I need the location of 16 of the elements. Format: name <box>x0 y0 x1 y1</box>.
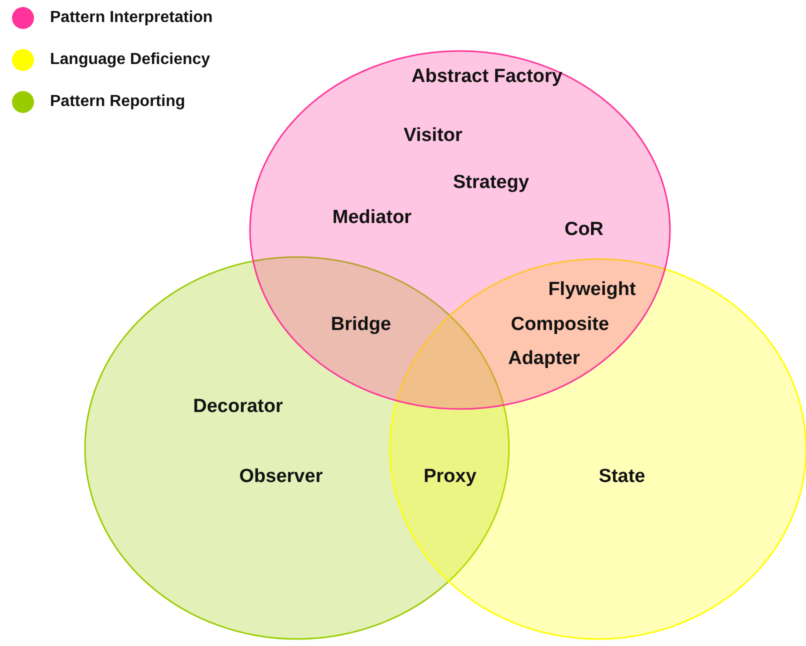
pattern-label: Observer <box>239 466 323 488</box>
pattern-label: Composite <box>510 314 610 336</box>
pattern-label: CoR <box>564 219 604 241</box>
pattern-label: Strategy <box>452 172 530 194</box>
legend-label: Language Deficiency <box>50 51 210 69</box>
pattern-label: Proxy <box>424 466 476 488</box>
pattern-label: Adapter <box>508 348 580 370</box>
pattern-label: State <box>598 466 646 488</box>
legend-label: Pattern Reporting <box>50 93 186 111</box>
pattern-label: Mediator <box>332 207 412 229</box>
legend-label: Pattern Interpretation <box>50 9 213 27</box>
pattern-label: Flyweight <box>548 279 636 301</box>
pattern-label: Visitor <box>404 125 462 147</box>
pattern-label: Decorator <box>193 396 283 418</box>
pattern-label: Abstract Factory <box>412 66 562 88</box>
pattern-label: Bridge <box>330 314 392 336</box>
